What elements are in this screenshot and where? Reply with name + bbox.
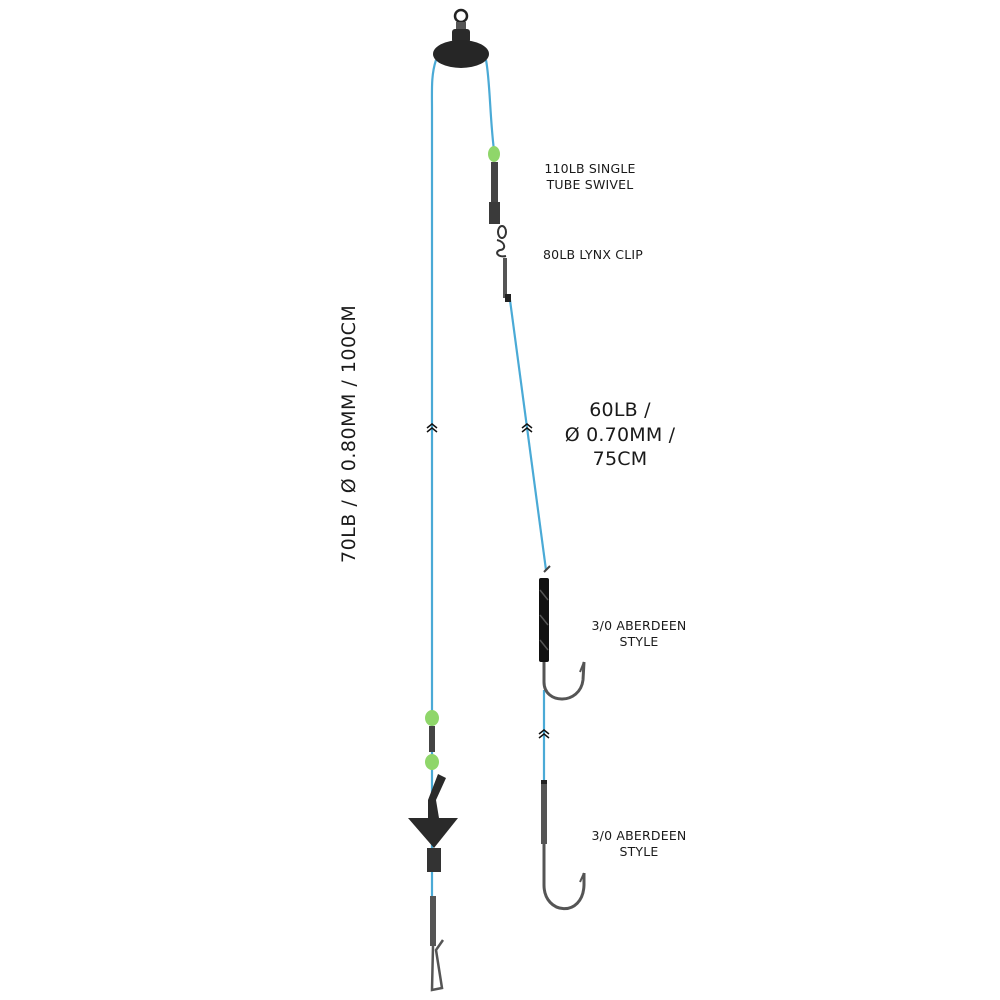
swivel-label-line1: 110LB SINGLE — [544, 161, 636, 176]
snood-label-line3: 75CM — [592, 448, 648, 471]
lynx-clip-label: 80LB LYNX CLIP — [543, 247, 643, 262]
upper-hook-label-line1: 3/0 ABERDEEN — [591, 618, 687, 633]
direction-chevron-icon — [426, 423, 550, 739]
swivel-label-line2: TUBE SWIVEL — [546, 176, 634, 192]
swivel-label: 110LB SINGLE TUBE SWIVEL — [530, 161, 650, 192]
top-swivel-weight-icon — [433, 8, 489, 68]
snood-line — [484, 59, 496, 151]
lower-hook-label-line2: STYLE — [619, 843, 659, 859]
main-line — [430, 59, 438, 920]
main-line-label: 70LB / Ø 0.80MM / 100CM — [338, 304, 360, 563]
impact-shield-icon — [408, 710, 458, 872]
lower-hook-icon — [541, 780, 586, 911]
tube-swivel-icon — [488, 146, 500, 224]
upper-hook-icon — [539, 565, 586, 701]
snood-label-line1: 60LB / — [589, 399, 651, 421]
lower-hook-label: 3/0 ABERDEEN STYLE — [584, 828, 694, 859]
snood-label: 60LB / Ø 0.70MM / 75CM — [560, 398, 680, 472]
upper-hook-label: 3/0 ABERDEEN STYLE — [584, 618, 694, 649]
snood-label-line2: Ø 0.70MM / — [564, 423, 676, 446]
lynx-clip-icon — [496, 225, 511, 302]
bottom-clip-icon — [430, 896, 445, 992]
lower-hook-label-line1: 3/0 ABERDEEN — [591, 828, 687, 843]
snood-line-lower — [508, 299, 548, 571]
upper-hook-label-line2: STYLE — [619, 633, 659, 649]
